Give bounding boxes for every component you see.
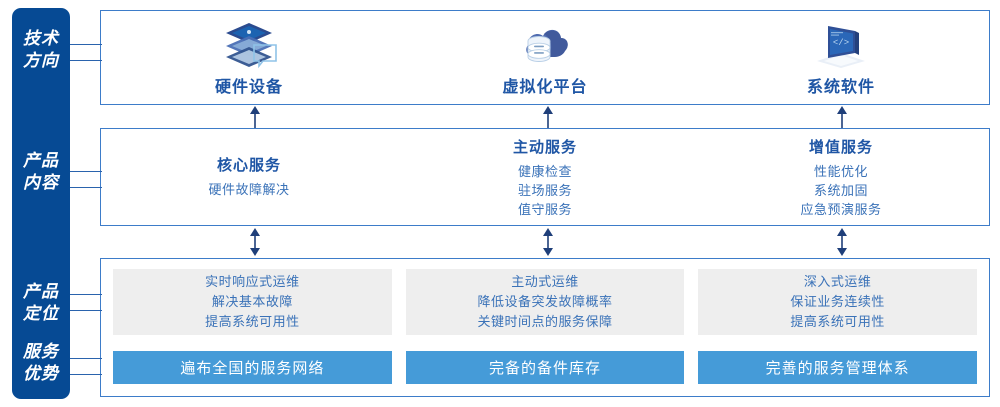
rail-label-product-content: 产品 内容	[12, 150, 70, 194]
rail-label-line1: 产品	[23, 282, 59, 301]
tech-item-label: 硬件设备	[214, 78, 283, 96]
connector-tech-bottom	[68, 60, 102, 61]
rail-label-line1: 技术	[23, 29, 59, 48]
position-box-proactive[interactable]: 主动式运维 降低设备突发故障概率 关键时间点的服务保障	[405, 269, 685, 335]
position-box-line: 解决基本故障	[211, 294, 293, 309]
advantage-bar-service-network[interactable]: 遍布全国的服务网络	[113, 351, 392, 384]
connector-advantage-top	[68, 358, 102, 359]
rail-label-line2: 内容	[23, 173, 59, 192]
content-column-item: 硬件故障解决	[208, 181, 290, 197]
arrow-updown-col1	[250, 228, 260, 256]
position-box-line: 关键时间点的服务保障	[477, 314, 613, 329]
connector-advantage-bottom	[68, 374, 102, 375]
position-box-line: 实时响应式运维	[205, 274, 300, 289]
position-box-line: 保证业务连续性	[790, 294, 885, 309]
position-box-line: 主动式运维	[511, 274, 579, 289]
content-column-core-service[interactable]: 核心服务 硬件故障解决	[101, 129, 397, 225]
content-column-item: 系统加固	[813, 182, 868, 198]
product-content-row: 核心服务 硬件故障解决 主动服务 健康检查 驻场服务 值守服务 增值服务 性能优…	[101, 129, 989, 225]
content-column-item: 值守服务	[517, 201, 572, 217]
advantage-bar-spare-parts[interactable]: 完备的备件库存	[405, 351, 685, 384]
rail-label-product-position: 产品 定位	[12, 281, 70, 325]
arrow-up-col1	[250, 106, 260, 128]
tech-item-label: 系统软件	[806, 78, 875, 96]
tech-item-label: 虚拟化平台	[502, 78, 588, 96]
position-box-group: 实时响应式运维 解决基本故障 提高系统可用性 主动式运维 降低设备突发故障概率 …	[113, 269, 978, 335]
position-box-line: 提高系统可用性	[205, 314, 300, 329]
arrow-up-col2	[543, 106, 553, 128]
content-column-title: 核心服务	[216, 156, 281, 174]
position-box-realtime[interactable]: 实时响应式运维 解决基本故障 提高系统可用性	[113, 269, 392, 335]
rail-label-line2: 定位	[23, 304, 59, 323]
content-column-title: 增值服务	[808, 138, 873, 156]
position-box-indepth[interactable]: 深入式运维 保证业务连续性 提高系统可用性	[698, 269, 978, 335]
tech-item-virtualization[interactable]: 虚拟化平台	[397, 11, 693, 104]
connector-tech-top	[68, 44, 102, 45]
arrow-updown-col2	[543, 228, 553, 256]
rail-label-service-advantage: 服务 优势	[12, 341, 70, 385]
panel-product-content: 核心服务 硬件故障解决 主动服务 健康检查 驻场服务 值守服务 增值服务 性能优…	[100, 128, 990, 226]
panel-tech-direction: 硬件设备 虚拟化平台	[100, 10, 990, 105]
content-column-title: 主动服务	[512, 138, 577, 156]
rail-label-line2: 方向	[23, 51, 59, 70]
laptop-code-icon: </>	[817, 25, 865, 68]
content-column-item: 性能优化	[813, 163, 868, 179]
cloud-database-icon	[526, 29, 568, 62]
content-column-proactive-service[interactable]: 主动服务 健康检查 驻场服务 值守服务	[397, 129, 693, 225]
rail-label-line1: 服务	[23, 342, 59, 361]
connector-position-top	[68, 294, 102, 295]
panel-product-position: 实时响应式运维 解决基本故障 提高系统可用性 主动式运维 降低设备突发故障概率 …	[100, 258, 990, 397]
tech-item-system-software[interactable]: </> 系统软件	[693, 11, 989, 104]
content-column-item: 健康检查	[517, 163, 572, 179]
tech-direction-row: 硬件设备 虚拟化平台	[101, 11, 989, 104]
category-rail	[12, 8, 70, 399]
arrow-updown-col3	[837, 228, 847, 256]
position-box-line: 深入式运维	[803, 274, 872, 289]
arrow-up-col3	[837, 106, 847, 128]
rail-label-line1: 产品	[23, 151, 59, 170]
svg-text:</>: </>	[833, 38, 849, 48]
rail-label-tech-direction: 技术 方向	[12, 28, 70, 72]
rail-label-line2: 优势	[23, 364, 59, 383]
position-box-line: 提高系统可用性	[790, 314, 885, 329]
content-column-value-added-service[interactable]: 增值服务 性能优化 系统加固 应急预演服务	[693, 129, 989, 225]
connector-content-bottom	[68, 187, 102, 188]
connector-position-bottom	[68, 310, 102, 311]
connector-content-top	[68, 171, 102, 172]
tech-item-hardware[interactable]: 硬件设备	[101, 11, 397, 104]
product-position-row: 实时响应式运维 解决基本故障 提高系统可用性 主动式运维 降低设备突发故障概率 …	[101, 259, 989, 396]
position-box-line: 降低设备突发故障概率	[477, 294, 613, 309]
server-stack-icon	[226, 22, 277, 68]
content-column-item: 驻场服务	[517, 182, 572, 198]
content-column-item: 应急预演服务	[800, 201, 882, 217]
service-advantage-group: 遍布全国的服务网络 完备的备件库存 完善的服务管理体系	[113, 351, 978, 384]
advantage-bar-management-system[interactable]: 完善的服务管理体系	[698, 351, 978, 384]
